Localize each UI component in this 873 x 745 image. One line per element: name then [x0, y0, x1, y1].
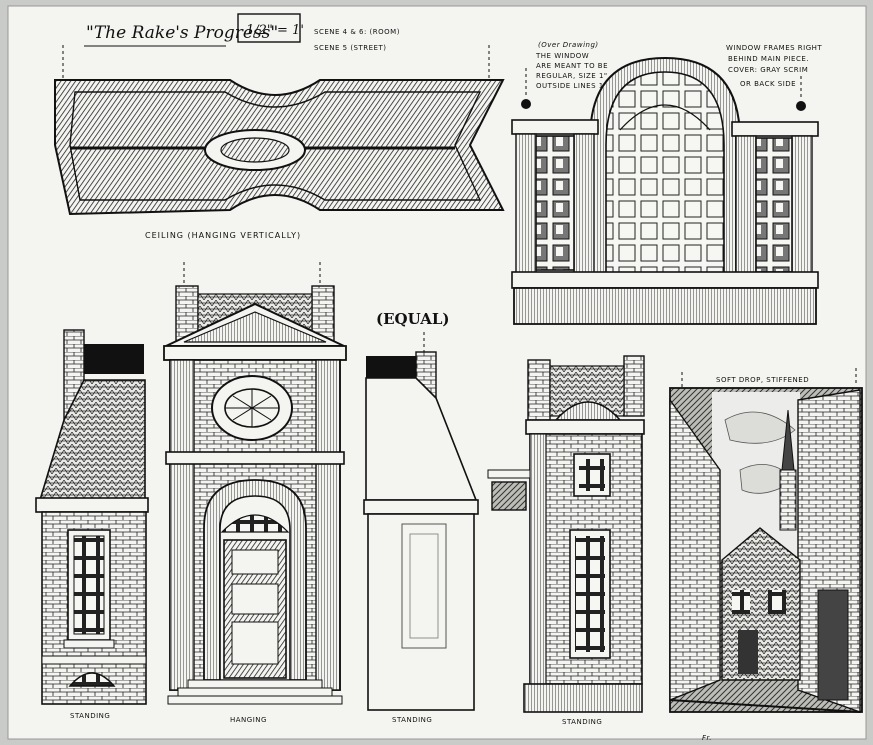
note-right-line-4: OR BACK SIDE	[740, 80, 796, 88]
equal-note: (EQUAL)	[376, 310, 450, 328]
note-left-line-3: ARE MEANT TO BE	[536, 62, 608, 70]
ceiling-piece	[54, 45, 505, 216]
flat-standing-tall	[487, 355, 645, 713]
note-right-line-3: COVER: GRAY SCRIM	[728, 66, 808, 74]
note-left-line-5: OUTSIDE LINES 1/2"	[536, 82, 615, 90]
note-left-line-4: REGULAR, SIZE 1"	[536, 72, 608, 80]
note-right-line-2: BEHIND MAIN PIECE.	[728, 55, 809, 63]
note-left-line-1: (Over Drawing)	[538, 41, 599, 49]
caption-soft-drop: SOFT DROP, STIFFENED	[716, 376, 809, 384]
note-right-line-1: WINDOW FRAMES RIGHT	[726, 44, 822, 52]
drawing-title: "The Rake's Progress"	[86, 23, 278, 43]
window-note-right: WINDOW FRAMES RIGHT BEHIND MAIN PIECE. C…	[726, 44, 822, 88]
flat-hanging-doorway	[163, 262, 347, 705]
soft-drop-street-scene	[669, 368, 863, 713]
flat-standing-house	[35, 329, 149, 705]
window-piece	[511, 56, 819, 325]
scale-note: 1/2" = 1'	[246, 23, 304, 38]
signature: Fr.	[702, 734, 712, 742]
flat-standing-plain	[363, 332, 479, 711]
caption-standing-2: STANDING	[392, 716, 432, 724]
scene-line-2: SCENE 5 (STREET)	[314, 44, 386, 52]
caption-ceiling: CEILING (HANGING VERTICALLY)	[145, 231, 301, 240]
note-left-line-2: THE WINDOW	[535, 52, 589, 60]
scene-line-1: SCENE 4 & 6: (ROOM)	[314, 28, 400, 36]
caption-hanging: HANGING	[230, 716, 267, 724]
title-block: "The Rake's Progress" 1/2" = 1' SCENE 4 …	[84, 13, 400, 52]
caption-standing-1: STANDING	[70, 712, 110, 720]
window-note-left: (Over Drawing) THE WINDOW ARE MEANT TO B…	[535, 41, 615, 90]
caption-standing-3: STANDING	[562, 718, 602, 726]
